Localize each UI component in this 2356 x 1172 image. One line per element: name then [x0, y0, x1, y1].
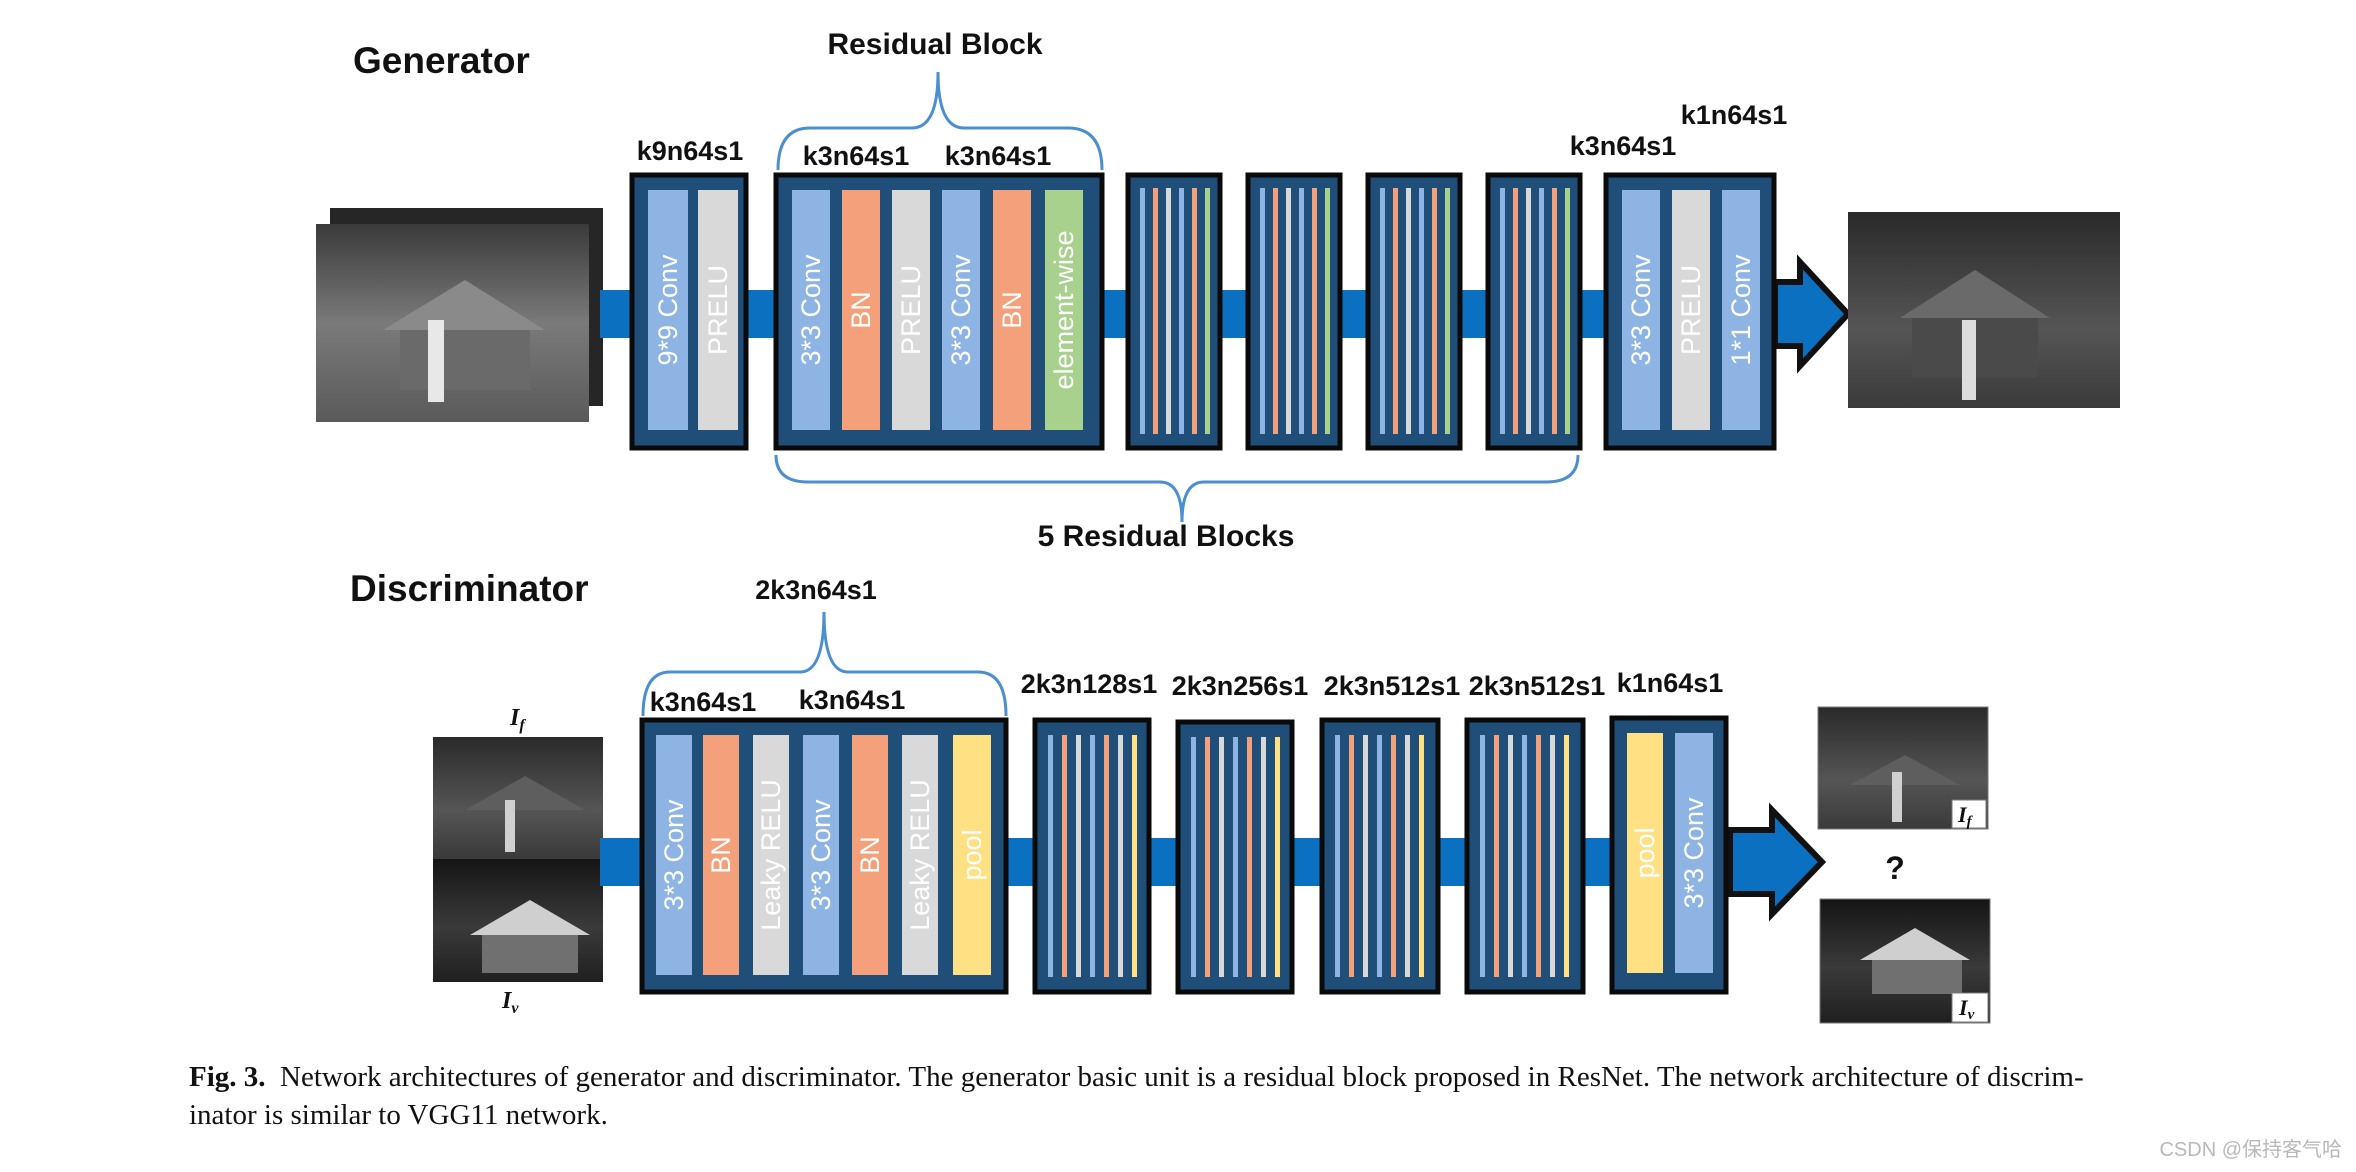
- generator-residual-mini-1: [1125, 172, 1223, 451]
- disc-mini-label-1: 2k3n128s1: [1021, 669, 1158, 699]
- figure-caption: Fig. 3. Network architectures of generat…: [189, 1058, 2261, 1134]
- layer-conv: 3*3 Conv: [659, 799, 689, 911]
- output-label-if: If: [1957, 802, 1974, 830]
- layer-conv: 3*3 Conv: [1626, 254, 1656, 366]
- disc-mini-label-4: 2k3n512s1: [1469, 671, 1606, 701]
- disc-first-label-a: k3n64s1: [650, 687, 757, 717]
- layer-conv: 3*3 Conv: [1679, 797, 1709, 909]
- layer-pool: pool: [1630, 827, 1660, 878]
- discriminator-output-photo-ir: If: [1817, 706, 1989, 830]
- input-label-if: If: [509, 705, 526, 734]
- residual-block-brace: [776, 71, 1104, 171]
- layer-conv: 3*3 Conv: [806, 799, 836, 911]
- caption-line2: inator is similar to VGG11 network.: [189, 1099, 608, 1131]
- disc-mini-label-3: 2k3n512s1: [1324, 671, 1461, 701]
- generator-residual-mini-3: [1365, 172, 1463, 451]
- generator-input-photo: [316, 208, 603, 422]
- generator-final-label-a: k3n64s1: [1570, 131, 1677, 161]
- residual-blocks-brace: [774, 454, 1580, 523]
- layer-bn: BN: [855, 836, 885, 874]
- residual-block-label: Residual Block: [827, 28, 1042, 61]
- generator-output-arrow: [1772, 254, 1853, 374]
- layer-prelu: PRELU: [1676, 265, 1706, 355]
- generator-block1-label: k9n64s1: [637, 136, 744, 166]
- layer-prelu: PRELU: [703, 265, 733, 355]
- disc-first-label-b: k3n64s1: [799, 685, 906, 715]
- discriminator-input-photo-visible: [433, 859, 603, 982]
- generator-final-label-b: k1n64s1: [1681, 100, 1788, 130]
- discriminator-last-block: pool 3*3 Conv: [1609, 715, 1729, 995]
- layer-conv: 3*3 Conv: [946, 254, 976, 366]
- residual-blocks-label: 5 Residual Blocks: [1038, 520, 1295, 553]
- layer-prelu: PRELU: [896, 265, 926, 355]
- layer-conv: 1*1 Conv: [1726, 254, 1756, 366]
- layer-leaky-relu: Leaky RELU: [905, 779, 935, 931]
- layer-bn: BN: [846, 291, 876, 329]
- caption-fig-label: Fig. 3.: [189, 1061, 266, 1093]
- discriminator-mini-block-1: [1032, 717, 1152, 995]
- disc-last-label: k1n64s1: [1617, 668, 1724, 698]
- layer-bn: BN: [706, 836, 736, 874]
- discriminator-mini-block-2: [1175, 719, 1295, 995]
- layer-bn: BN: [997, 291, 1027, 329]
- layer-pool: pool: [957, 829, 987, 880]
- generator-residual-block: 3*3 Conv BN PRELU 3*3 Conv BN element-wi…: [773, 172, 1105, 451]
- layer-leaky-relu: Leaky RELU: [756, 779, 786, 931]
- generator-final-block: 3*3 Conv PRELU 1*1 Conv: [1603, 172, 1777, 451]
- discriminator-output-photo-visible: Iv: [1819, 898, 1991, 1024]
- layer-conv: 9*9 Conv: [653, 254, 683, 366]
- input-label-iv: Iv: [501, 988, 519, 1017]
- discriminator-output-arrow: [1727, 802, 1827, 922]
- watermark: CSDN @保持客气哈: [2159, 1139, 2342, 1161]
- residual-label-a: k3n64s1: [803, 141, 910, 171]
- caption-line1: Network architectures of generator and d…: [280, 1061, 2084, 1093]
- discriminator-title: Discriminator: [350, 568, 589, 609]
- generator-residual-mini-2: [1245, 172, 1343, 451]
- discriminator-group-label: 2k3n64s1: [755, 575, 877, 605]
- generator-residual-mini-4: [1485, 172, 1583, 451]
- generator-title: Generator: [353, 40, 530, 81]
- discriminator-question-mark: ?: [1885, 850, 1905, 886]
- discriminator-mini-block-4: [1464, 717, 1586, 995]
- layer-conv: 3*3 Conv: [796, 254, 826, 366]
- discriminator-mini-block-3: [1319, 717, 1441, 995]
- output-label-iv: Iv: [1958, 995, 1975, 1023]
- discriminator-first-block: 3*3 Conv BN Leaky RELU 3*3 Conv BN Leaky…: [639, 717, 1009, 995]
- generator-block1: 9*9 Conv PRELU: [629, 172, 749, 451]
- residual-label-b: k3n64s1: [945, 141, 1052, 171]
- generator-output-photo: [1848, 212, 2120, 408]
- disc-mini-label-2: 2k3n256s1: [1172, 671, 1309, 701]
- layer-elementwise: element-wise: [1049, 230, 1079, 389]
- discriminator-group-brace: [641, 611, 1008, 717]
- discriminator-input-photo-ir: [433, 737, 603, 859]
